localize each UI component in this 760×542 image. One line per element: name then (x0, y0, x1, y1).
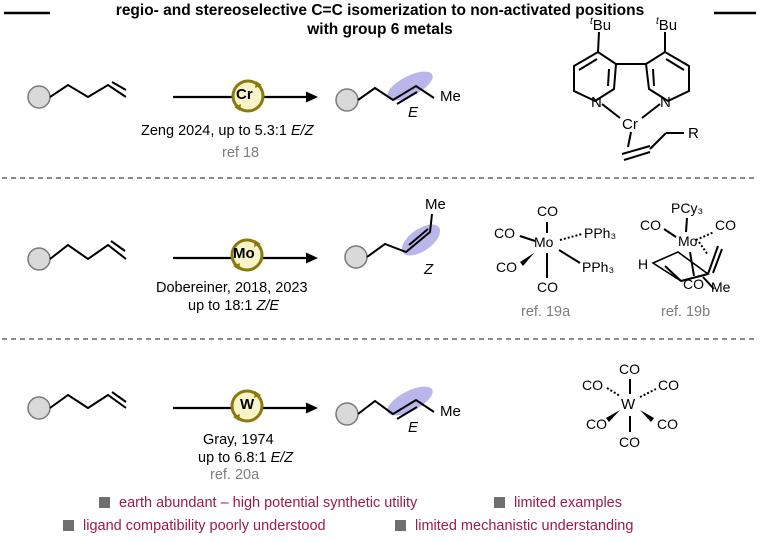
mo-pcy3-complex (651, 217, 723, 290)
title-line-1: regio- and stereoselective C=C isomeriza… (115, 2, 645, 19)
mo-b-me: Me (711, 279, 731, 295)
product-highlight (387, 71, 433, 101)
substrate-chain (49, 83, 127, 99)
w-co-lower-right: CO (657, 416, 678, 432)
mo-a-pph3-lower: PPh₃ (582, 259, 615, 275)
substrate-chain (49, 393, 127, 410)
mo-b-co-left: CO (640, 217, 661, 233)
bullet-square-icon (395, 520, 406, 531)
product-geometry-w: E (408, 419, 419, 436)
bullet-square-icon (99, 497, 110, 508)
ref-19b: ref. 19b (661, 304, 711, 320)
metal-label-w: W (240, 396, 255, 413)
caption-w-line1: Gray, 1974 (203, 432, 274, 448)
product-methyl-mo: Me (425, 196, 446, 213)
mo-a-co-bottom: CO (537, 279, 558, 295)
cr-n-left: N (591, 94, 602, 111)
bullet-square-icon (63, 520, 74, 531)
metal-badge-w (230, 389, 264, 423)
arrowhead (306, 252, 318, 264)
w-metal: W (621, 396, 636, 413)
caption-mo-line1: Dobereiner, 2018, 2023 (156, 280, 308, 296)
ref-19a: ref. 19a (521, 304, 571, 320)
metal-label-cr: Cr (236, 86, 253, 103)
mo-b-co-bottom: CO (683, 276, 704, 292)
substrate-ball (27, 85, 51, 109)
caption-w-line2: up to 6.8:1 E/Z (198, 450, 294, 466)
product-double-bond (396, 406, 418, 420)
bullet-limited-examples: limited examples (494, 495, 622, 511)
title-line-2: with group 6 metals (307, 21, 453, 38)
cr-metal: Cr (622, 116, 638, 133)
product-ball (335, 88, 359, 112)
cr-tbu-left: tBu (590, 16, 612, 34)
ref-cr: ref 18 (222, 145, 260, 161)
w-co-lower-left: CO (586, 416, 607, 432)
metal-badge-mo (230, 238, 264, 272)
product-methyl-w: Me (440, 403, 461, 420)
substrate-double-bond (111, 81, 127, 91)
bullet-mechanistic-understanding: limited mechanistic understanding (395, 518, 633, 534)
mo-pph3-complex (519, 222, 583, 278)
row-mo (27, 213, 441, 272)
row-cr (27, 71, 435, 113)
cr-tbu-right: tBu (656, 16, 678, 34)
product-double-bond (408, 228, 429, 246)
product-geometry-mo: Z (424, 261, 434, 278)
arrowhead (306, 91, 318, 103)
left-tbu-bond (597, 31, 600, 53)
product-methyl-cr: Me (440, 88, 461, 105)
cr-n-right: N (660, 94, 671, 111)
mo-a-co-left: CO (494, 225, 515, 241)
substrate-ball (27, 396, 51, 420)
metal-badge-cr (231, 79, 265, 113)
mo-a-co-bottom-left: CO (496, 259, 517, 275)
bullet-earth-abundant: earth abundant – high potential syntheti… (99, 495, 417, 511)
bullet-square-icon (494, 497, 505, 508)
product-chain (357, 398, 435, 416)
caption-mo-line2: up to 18:1 Z/E (188, 298, 280, 314)
product-geometry-cr: E (408, 104, 419, 121)
mo-b-pcy3: PCy₃ (671, 200, 704, 216)
product-chain (357, 84, 435, 102)
mo-b-h: H (638, 256, 649, 272)
substrate-chain (49, 243, 127, 261)
product-ball (335, 402, 359, 426)
mo-a-pph3-upper: PPh₃ (584, 225, 617, 241)
substrate-double-bond (110, 240, 126, 252)
w-co-left: CO (582, 377, 603, 393)
product-chain (366, 213, 433, 258)
product-double-bond (396, 91, 418, 105)
w-co-right: CO (658, 377, 679, 393)
metal-label-mo: Mo (233, 245, 255, 262)
mo-b-co-right: CO (715, 217, 736, 233)
row-w (27, 386, 435, 426)
w-co6-complex (606, 379, 657, 432)
product-ball (344, 245, 368, 269)
ref-20a: ref. 20a (210, 467, 260, 483)
mo-a-co-top: CO (537, 203, 558, 219)
caption-cr: Zeng 2024, up to 5.3:1 E/Z (141, 123, 314, 139)
substrate-ball (27, 247, 51, 271)
arrowhead (306, 402, 318, 414)
cr-r-group: R (688, 125, 699, 142)
product-highlight (387, 386, 433, 416)
w-co-bottom: CO (619, 434, 640, 450)
mo-b-metal: Mo (678, 233, 698, 249)
w-co-top: CO (619, 361, 640, 377)
substrate-double-bond (111, 391, 127, 403)
cr-complex (573, 31, 690, 161)
mo-a-metal: Mo (534, 234, 554, 250)
bullet-ligand-compatibility: ligand compatibility poorly understood (63, 518, 326, 534)
